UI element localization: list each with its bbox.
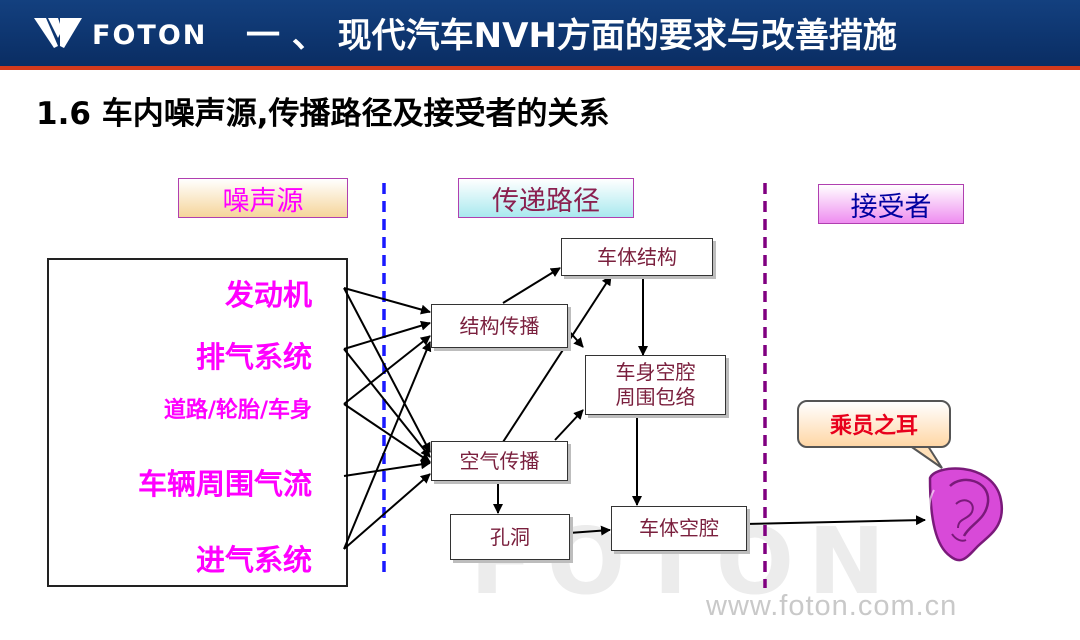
foton-logo-icon — [34, 18, 82, 48]
noise-source-box: 发动机 排气系统 道路/轮胎/车身 车辆周围气流 进气系统 — [47, 258, 348, 587]
arrow-air-body — [502, 275, 612, 443]
arrow-exhaust-air — [343, 348, 431, 458]
arrow-intake-structural — [343, 341, 432, 550]
ear-icon — [928, 467, 1003, 562]
footer-url: www.foton.com.cn — [706, 590, 958, 622]
source-intake: 进气系统 — [195, 543, 312, 577]
node-hole: 孔洞 — [450, 514, 570, 560]
arrow-airflow-air — [343, 459, 431, 477]
header-bar: FOTON 一 、 现代汽车NVH方面的要求与改善措施 — [0, 0, 1080, 66]
node-body-cavity: 车体空腔 — [611, 506, 747, 551]
arrow-road-air — [343, 403, 431, 463]
header-stripe — [0, 66, 1080, 70]
arrow-structural-cavitywrap — [567, 329, 584, 348]
passenger-ear-callout: 乘员之耳 — [797, 400, 951, 448]
arrow-structural-body — [502, 267, 561, 304]
source-road-tire-body: 道路/轮胎/车身 — [163, 398, 312, 423]
callout-tail — [905, 442, 943, 469]
node-cavity-wrap-line2: 周围包络 — [615, 385, 696, 409]
node-cavity-wrap: 车身空腔 周围包络 — [585, 355, 726, 415]
arrow-air-cavitywrap — [554, 409, 584, 441]
arrow-road-structural — [343, 335, 431, 405]
column-head-source: 噪声源 — [178, 178, 348, 218]
node-structural-propagation: 结构传播 — [431, 304, 568, 348]
source-exhaust: 排气系统 — [195, 340, 312, 374]
arrow-bodycavity-ear — [744, 515, 926, 526]
node-air-propagation: 空气传播 — [431, 441, 568, 481]
arrow-intake-air — [343, 473, 431, 550]
arrow-hole-bodycavity — [568, 525, 611, 536]
section-subtitle: 1.6 车内噪声源,传播路径及接受者的关系 — [36, 96, 610, 132]
page-title: 一 、 现代汽车NVH方面的要求与改善措施 — [246, 16, 897, 56]
arrow-engine-structural — [343, 287, 431, 315]
column-head-path: 传递路径 — [458, 178, 634, 218]
node-cavity-wrap-line1: 车身空腔 — [615, 360, 696, 384]
column-head-receiver: 接受者 — [818, 184, 964, 224]
logo-text: FOTON — [92, 20, 208, 51]
node-body-structure: 车体结构 — [561, 238, 713, 276]
source-engine: 发动机 — [224, 278, 312, 312]
arrow-exhaust-structural — [343, 320, 431, 350]
source-airflow: 车辆周围气流 — [137, 467, 312, 501]
